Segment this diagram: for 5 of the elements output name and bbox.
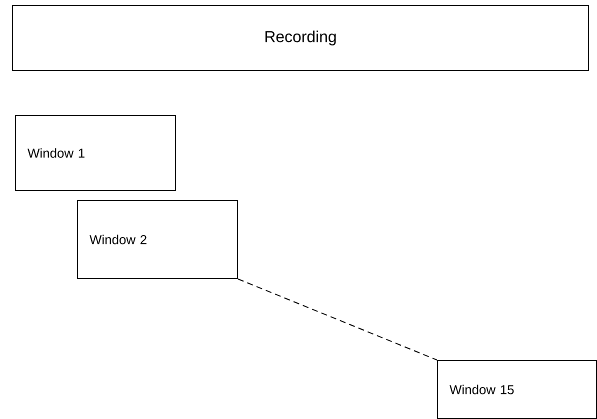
- dashed-connector: [238, 278, 438, 360]
- window-box: Recording: [12, 5, 590, 71]
- window-box: Window 2: [77, 200, 238, 279]
- window-box: Window 1: [15, 115, 176, 191]
- window-box: Window 15: [437, 360, 597, 419]
